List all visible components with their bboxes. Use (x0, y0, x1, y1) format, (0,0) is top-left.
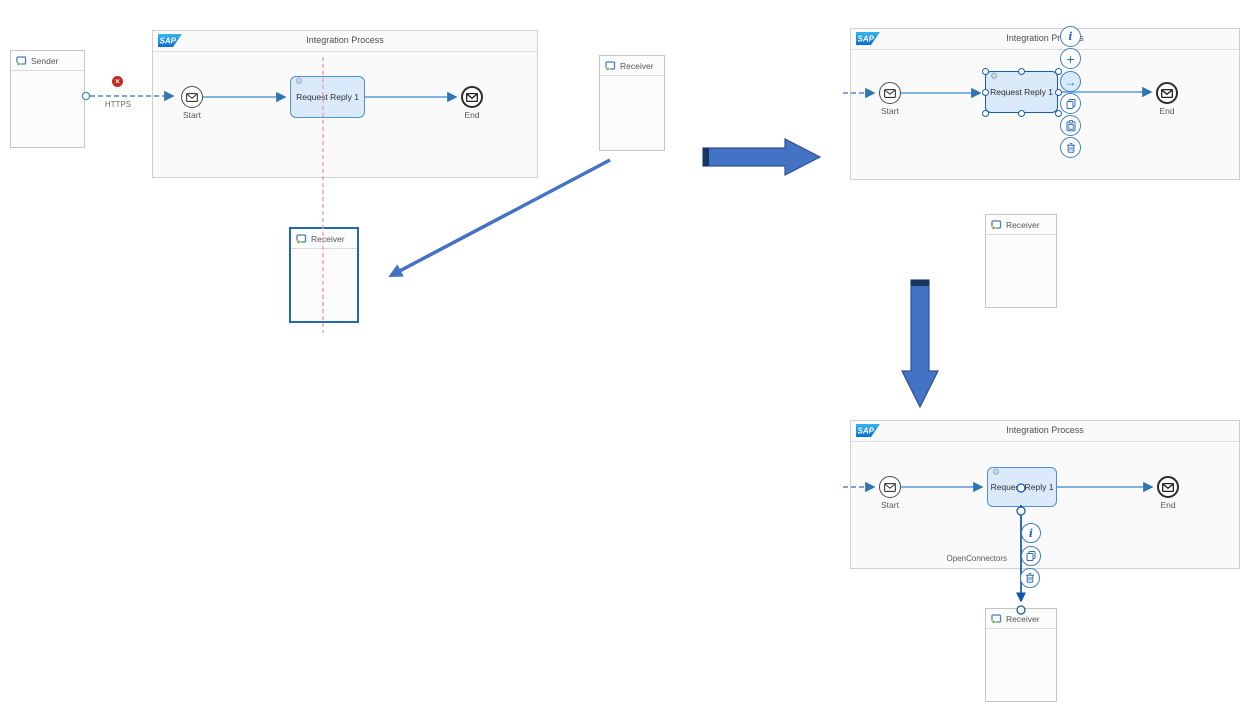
start-event[interactable] (879, 476, 901, 498)
step-label: Request Reply 1 (296, 92, 359, 102)
request-reply-step[interactable]: ⚙ Request Reply 1 (290, 76, 365, 118)
participant-icon (991, 613, 1002, 624)
error-icon[interactable]: × (112, 76, 123, 87)
request-reply-step[interactable]: ⚙ Request Reply 1 (987, 467, 1057, 507)
receiver-header: Receiver (291, 229, 357, 249)
sap-logo-text: SAP (160, 37, 177, 46)
sender-box[interactable]: Sender (10, 50, 85, 148)
annotation-arrow-right (702, 138, 822, 176)
sender-header: Sender (11, 51, 84, 71)
end-event[interactable] (1156, 82, 1178, 104)
paste-button[interactable] (1060, 115, 1081, 136)
end-label: End (1159, 106, 1175, 116)
participant-icon (991, 219, 1002, 230)
receiver-box-dropped[interactable]: Receiver (289, 227, 359, 323)
start-label: Start (183, 110, 201, 120)
receiver-header: Receiver (986, 215, 1056, 235)
start-event[interactable] (879, 82, 901, 104)
sap-logo-text: SAP (858, 427, 875, 436)
step-label: Request Reply 1 (990, 482, 1054, 492)
end-event[interactable] (1157, 476, 1179, 498)
selection-handle[interactable] (1054, 88, 1062, 96)
arrow-right-icon: → (1064, 74, 1077, 89)
copy-button[interactable] (1021, 546, 1041, 566)
selection-handle[interactable] (981, 88, 989, 96)
gear-icon: ⚙ (992, 468, 1001, 478)
copy-icon (1066, 98, 1075, 109)
panel-title: Integration Process (1006, 33, 1084, 43)
copy-icon (1026, 551, 1036, 561)
receiver-label: Receiver (1006, 613, 1040, 624)
receiver-header: Receiver (986, 609, 1056, 629)
sap-logo-icon: SAP (158, 34, 182, 47)
annotation-arrow-down (901, 279, 939, 409)
panel-title: Integration Process (1006, 425, 1084, 435)
participant-icon (296, 233, 307, 244)
step-label: Request Reply 1 (990, 87, 1053, 97)
info-icon: i (1028, 526, 1034, 540)
panel-header: SAP Integration Process (153, 31, 537, 52)
message-icon (884, 482, 896, 492)
receiver-box[interactable]: Receiver (985, 608, 1057, 702)
annotation-arrow-tail (703, 148, 709, 166)
delete-button[interactable] (1060, 137, 1081, 158)
start-label: Start (881, 500, 899, 510)
panel-title: Integration Process (306, 35, 384, 45)
receiver-label: Receiver (1006, 219, 1040, 230)
receiver-box-right[interactable]: Receiver (599, 55, 665, 151)
receiver-label: Receiver (311, 233, 345, 244)
start-event[interactable] (181, 86, 203, 108)
info-button[interactable]: i (1021, 523, 1041, 543)
sap-logo-text: SAP (858, 35, 875, 44)
copy-button[interactable] (1060, 93, 1081, 114)
sap-logo-icon: SAP (856, 32, 880, 45)
panel-header: SAP Integration Process (851, 421, 1239, 442)
participant-icon (605, 60, 616, 71)
plus-icon: + (1066, 50, 1075, 67)
receiver-label: Receiver (620, 60, 654, 71)
info-button[interactable]: i (1060, 26, 1081, 47)
end-event[interactable] (461, 86, 483, 108)
add-button[interactable]: + (1060, 48, 1081, 69)
sap-logo-icon: SAP (856, 424, 880, 437)
request-reply-step-selected[interactable]: ⚙ Request Reply 1 (985, 71, 1058, 113)
delete-button[interactable] (1020, 568, 1040, 588)
selection-handle[interactable] (1054, 67, 1062, 75)
participant-icon (16, 55, 27, 66)
message-icon (1162, 482, 1174, 492)
connect-button[interactable]: → (1060, 71, 1081, 92)
paste-icon (1066, 119, 1075, 131)
sender-label: Sender (31, 55, 59, 66)
selection-handle[interactable] (1018, 109, 1025, 117)
trash-icon (1066, 142, 1075, 153)
selection-handle[interactable] (1054, 109, 1062, 117)
end-label: End (464, 110, 480, 120)
selection-handle[interactable] (1018, 67, 1025, 75)
gear-icon: ⚙ (990, 72, 999, 82)
connection-name-label: OpenConnectors (946, 554, 1007, 563)
selection-handle[interactable] (981, 109, 989, 117)
info-icon: i (1068, 30, 1073, 43)
receiver-box[interactable]: Receiver (985, 214, 1057, 308)
receiver-header: Receiver (600, 56, 664, 76)
end-label: End (1160, 500, 1176, 510)
trash-icon (1026, 573, 1034, 583)
start-label: Start (881, 106, 899, 116)
message-icon (1161, 88, 1173, 98)
message-icon (186, 92, 198, 102)
message-icon (466, 92, 478, 102)
https-label: HTTPS (104, 100, 132, 109)
message-icon (884, 88, 896, 98)
panel-header: SAP Integration Process (851, 29, 1239, 50)
annotation-arrow-tail (911, 280, 929, 286)
gear-icon: ⚙ (295, 77, 304, 87)
selection-handle[interactable] (981, 67, 989, 75)
